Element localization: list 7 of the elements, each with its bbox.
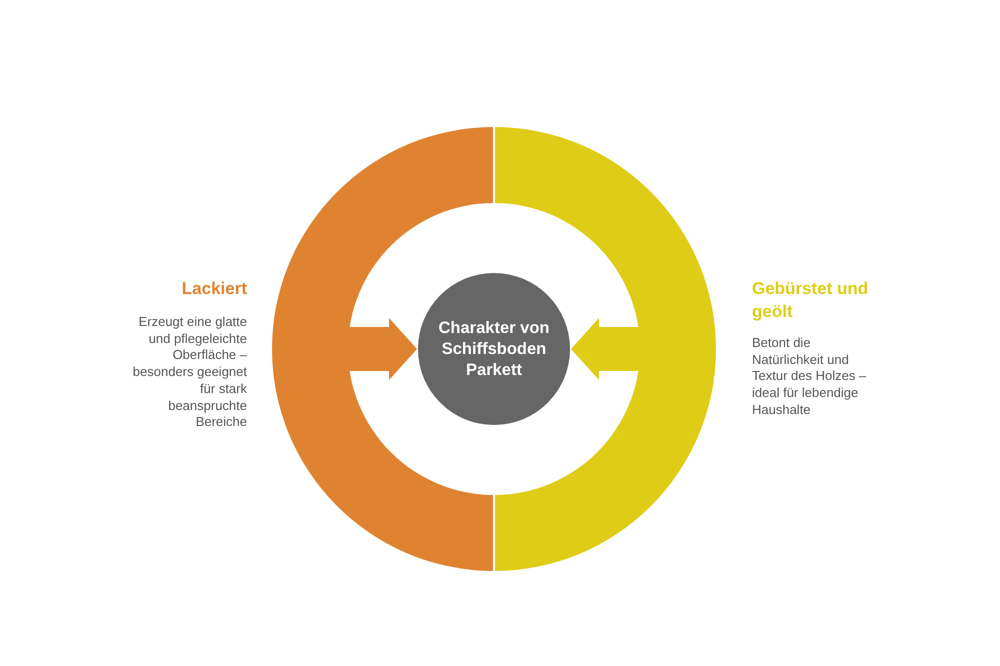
arrow bbox=[347, 318, 417, 380]
hub-label: Charakter von Schiffsboden Parkett bbox=[438, 318, 550, 380]
segment-description: Betont die Natürlichkeit und Textur des Holzes – ideal für lebendige Haushalte bbox=[752, 335, 868, 419]
segment-heading: Lackiert bbox=[182, 278, 247, 300]
segment-description: Erzeugt eine glatte und pflegeleichte Oberfläche – besonders geeignet für stark beanspruchte Bereiche bbox=[132, 314, 247, 431]
segment-heading: Gebürstet und geölt bbox=[752, 278, 870, 323]
arrow bbox=[571, 318, 641, 380]
